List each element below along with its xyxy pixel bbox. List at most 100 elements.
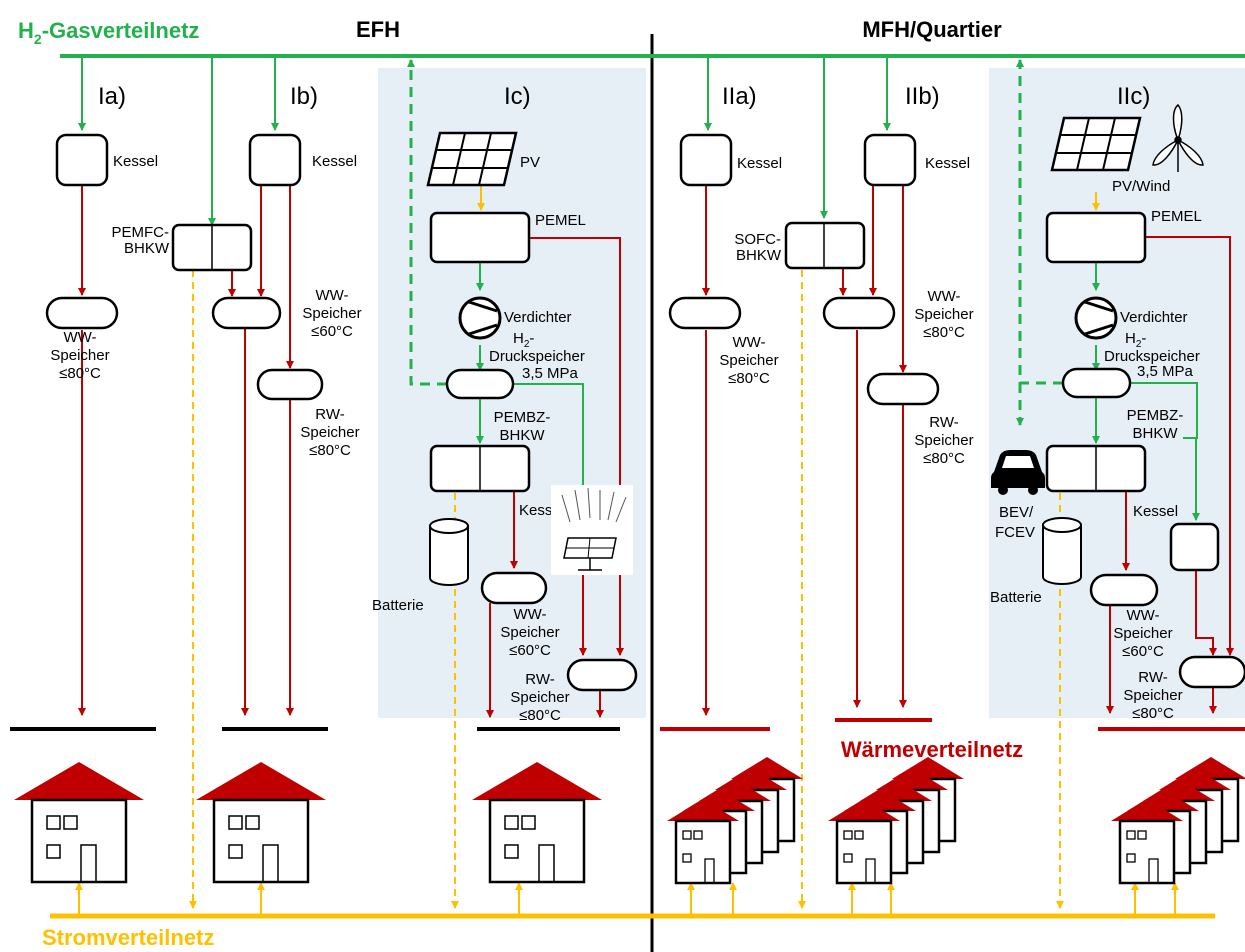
storage-ww-ia: [45, 296, 119, 330]
variant-label-iic: IIc): [1117, 83, 1150, 110]
electrolyser-iic: [1045, 211, 1147, 264]
svg-text:≤80°C: ≤80°C: [923, 324, 965, 341]
h2-storage-iic: [1061, 367, 1132, 399]
heat-network-label: Wärmeverteilnetz: [841, 737, 1023, 762]
storage-ww-iic: [1089, 573, 1159, 607]
svg-text:RW-: RW-: [929, 414, 958, 431]
solar-panel-icon-iic: [1050, 116, 1142, 172]
h2-storage-ic: [445, 368, 515, 400]
variant-label-ia: Ia): [98, 83, 126, 110]
svg-text:RW-: RW-: [525, 671, 554, 688]
storage-ww-iia: [668, 296, 742, 330]
chp-pembz-ic-label: PEMBZ- BHKW: [494, 409, 551, 444]
svg-text:≤80°C: ≤80°C: [59, 365, 101, 382]
variant-label-ib: Ib): [290, 83, 318, 110]
boiler-iic: [1169, 522, 1220, 572]
svg-text:FCEV: FCEV: [995, 524, 1035, 541]
svg-text:3,5 MPa: 3,5 MPa: [1137, 363, 1194, 380]
power-network-label: Stromverteilnetz: [42, 925, 214, 950]
boiler-iib: [863, 133, 917, 187]
svg-text:RW-: RW-: [1138, 669, 1167, 686]
battery-iic-label: Batterie: [990, 589, 1042, 606]
boiler-iic-label: Kessel: [1133, 503, 1178, 520]
house-icon: [12, 760, 146, 884]
efh-header: EFH: [356, 17, 400, 42]
compressor-icon: [458, 296, 502, 340]
wind-turbine-icon: [1152, 103, 1204, 172]
svg-text:Speicher: Speicher: [1123, 687, 1182, 704]
storage-ww-iib-label: WW- Speicher ≤80°C: [914, 288, 973, 341]
variant-ic-panel: [378, 68, 646, 718]
svg-text:Speicher: Speicher: [1113, 625, 1172, 642]
battery-icon-iic: [1042, 517, 1082, 585]
car-icon: [991, 450, 1045, 495]
solar-panel-icon: [426, 131, 518, 187]
svg-text:BHKW: BHKW: [500, 427, 546, 444]
chp-pembz-iic-label: PEMBZ- BHKW: [1127, 407, 1184, 442]
storage-rw-ic-label: RW- Speicher ≤80°C: [510, 671, 569, 724]
compressor-icon-iic: [1074, 296, 1118, 340]
svg-text:PEMBZ-: PEMBZ-: [1127, 407, 1184, 424]
svg-text:BEV/: BEV/: [999, 504, 1034, 521]
h2-storage-ic-label: H2- Druckspeicher 3,5 MPa: [489, 330, 585, 382]
h2-storage-iic-label: H2- Druckspeicher 3,5 MPa: [1104, 330, 1200, 380]
compressor-iic-label: Verdichter: [1120, 309, 1188, 326]
storage-rw-ic: [566, 658, 638, 692]
car-label: BEV/ FCEV: [995, 504, 1035, 541]
storage-ww-ic: [480, 571, 548, 605]
house-cluster-icon: [667, 757, 803, 883]
storage-rw-iib: [866, 372, 940, 406]
storage-rw-iic-label: RW- Speicher ≤80°C: [1123, 669, 1182, 722]
svg-text:3,5 MPa: 3,5 MPa: [522, 365, 579, 382]
svg-text:BHKW: BHKW: [736, 247, 782, 264]
boiler-iib-label: Kessel: [925, 155, 970, 172]
svg-text:≤60°C: ≤60°C: [311, 323, 353, 340]
svg-text:Speicher: Speicher: [914, 306, 973, 323]
svg-text:PEMBZ-: PEMBZ-: [494, 409, 551, 426]
storage-ww-iic-label: WW- Speicher ≤60°C: [1113, 607, 1172, 660]
boiler-ib: [248, 133, 302, 187]
svg-text:≤80°C: ≤80°C: [923, 450, 965, 467]
variant-label-iia: IIa): [722, 83, 757, 110]
svg-text:Speicher: Speicher: [302, 305, 361, 322]
house-icon: [194, 760, 328, 884]
solar-thermal-icon: [551, 485, 633, 575]
svg-text:≤80°C: ≤80°C: [728, 370, 770, 387]
battery-icon: [429, 518, 469, 586]
pvwind-label: PV/Wind: [1112, 178, 1170, 195]
svg-text:WW-: WW-: [927, 288, 960, 305]
electrolyser-ic: [429, 211, 531, 264]
svg-text:Speicher: Speicher: [300, 424, 359, 441]
svg-text:Speicher: Speicher: [500, 624, 559, 641]
gas-network-label: H2-Gasverteilnetz: [18, 18, 199, 47]
boiler-iia-label: Kessel: [737, 155, 782, 172]
electrolyser-ic-label: PEMEL: [535, 212, 586, 229]
mfh-header: MFH/Quartier: [862, 17, 1002, 42]
battery-ic-label: Batterie: [372, 597, 424, 614]
svg-text:≤80°C: ≤80°C: [309, 442, 351, 459]
chp-sofc: [784, 221, 866, 270]
svg-text:WW-: WW-: [63, 329, 96, 346]
svg-text:Speicher: Speicher: [50, 347, 109, 364]
house-icon: [470, 760, 604, 884]
boiler-ia-label: Kessel: [113, 153, 158, 170]
svg-text:BHKW: BHKW: [1133, 425, 1179, 442]
storage-ww-ia-label: WW- Speicher ≤80°C: [50, 329, 109, 382]
storage-rw-ib-label: RW- Speicher ≤80°C: [300, 406, 359, 459]
storage-ww-ic-label: WW- Speicher ≤60°C: [500, 606, 559, 659]
svg-text:WW-: WW-: [1126, 607, 1159, 624]
chp-sofc-label: SOFC- BHKW: [734, 231, 782, 264]
svg-text:PEMFC-: PEMFC-: [112, 224, 170, 241]
boiler-ia: [55, 133, 109, 187]
svg-text:Speicher: Speicher: [914, 432, 973, 449]
svg-text:RW-: RW-: [315, 406, 344, 423]
chp-pemfc-label: PEMFC- BHKW: [112, 224, 170, 257]
svg-text:WW-: WW-: [732, 334, 765, 351]
svg-text:BHKW: BHKW: [124, 240, 170, 257]
storage-rw-iic: [1178, 655, 1245, 689]
svg-text:H2-: H2-: [1125, 330, 1146, 350]
svg-text:≤60°C: ≤60°C: [509, 642, 551, 659]
storage-ww-iib: [822, 296, 896, 330]
house-cluster-icon: [828, 757, 964, 883]
